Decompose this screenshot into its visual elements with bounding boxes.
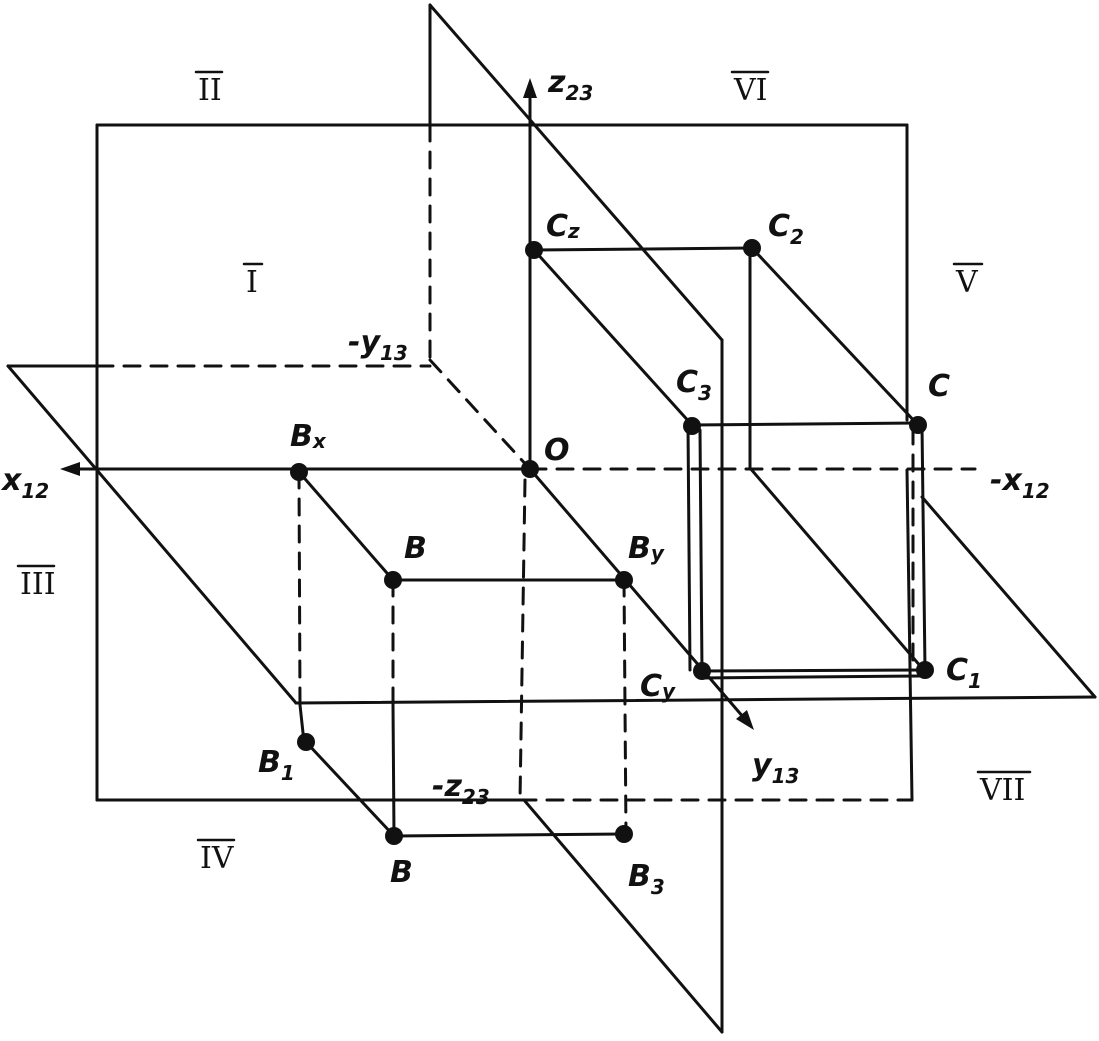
bx-b1-dashed [297, 470, 302, 707]
c2-c-line [750, 246, 920, 427]
label-b3: B3 [628, 859, 665, 899]
c3-c-line [690, 421, 920, 427]
profile-plane [428, 3, 724, 1034]
label-b1: B1 [258, 745, 295, 785]
cy-c1-line-2 [698, 674, 922, 680]
axis-labels: z23 -z23 x12 -x12 y13 -y13 O [0, 65, 1050, 809]
axes [60, 78, 977, 802]
point-c2 [743, 239, 761, 257]
octant-label-v: V [955, 265, 979, 300]
x-axis-label: x12 [0, 463, 49, 503]
y-arrow-icon [736, 710, 754, 730]
y-axis-label: y13 [752, 748, 799, 788]
octant-label-ii: II [198, 73, 222, 108]
point-c [909, 416, 927, 434]
z-axis-label: z23 [547, 65, 593, 105]
horizontal-plane [6, 364, 1097, 705]
label-cz: Cz [546, 209, 580, 244]
point-cy [693, 662, 711, 680]
point-c1 [916, 661, 934, 679]
b1-b2-line [304, 740, 396, 838]
point-c3 [683, 417, 701, 435]
point-b3 [615, 825, 633, 843]
octant-label-iv: IV [200, 841, 235, 876]
c3-vertical-line-a [686, 423, 692, 672]
x-arrow-icon [60, 462, 80, 476]
b2-b3-line [392, 832, 626, 838]
point-by [615, 571, 633, 589]
octant-label-vi: VI [733, 73, 768, 108]
octant-label-vii: VII [979, 773, 1025, 808]
point-b2 [385, 827, 403, 845]
cz-c3-line [532, 248, 694, 427]
origin-label: O [544, 433, 570, 468]
neg-z-axis [518, 478, 527, 802]
neg-y-axis-label: -y13 [348, 325, 408, 365]
octant-labels: II VI I V III IV VII [16, 70, 1032, 876]
c-x-axis-projector [748, 466, 924, 670]
neg-x-axis-label: -x12 [990, 463, 1050, 503]
point-bx [290, 463, 308, 481]
label-b2: B [390, 855, 413, 890]
by-vertical-dashed [622, 578, 628, 837]
points [290, 239, 934, 845]
label-c3: C3 [676, 365, 712, 405]
point-b [384, 571, 402, 589]
bx-b-line [297, 470, 395, 582]
label-by: By [628, 531, 665, 566]
label-bx: Bx [290, 419, 327, 454]
point-b1 [297, 733, 315, 751]
label-c2: C2 [768, 209, 804, 249]
point-cz [525, 241, 543, 259]
point-origin [521, 460, 539, 478]
y-axis [528, 467, 746, 720]
label-c: C [928, 369, 950, 404]
label-b: B [404, 531, 427, 566]
octant-label-iii: III [20, 567, 56, 602]
neg-z-axis-label: -z23 [432, 769, 490, 809]
frontal-plane [95, 123, 914, 802]
octant-label-i: I [246, 265, 258, 300]
cz-c2-line [532, 246, 754, 252]
neg-y-axis [428, 358, 532, 471]
label-c1: C1 [946, 653, 982, 693]
cy-c1-line [698, 668, 927, 673]
label-cy: Cy [640, 669, 676, 704]
c3-vertical-line-b [698, 428, 704, 674]
point-labels: Cz C2 C3 C C1 Cy Bx B By B1 B B3 [258, 209, 982, 899]
point-b-construction [297, 470, 628, 838]
z-arrow-icon [523, 78, 537, 98]
b-vertical-solid [391, 703, 396, 837]
point-c-construction [532, 246, 927, 680]
c-vertical-line [920, 423, 927, 672]
